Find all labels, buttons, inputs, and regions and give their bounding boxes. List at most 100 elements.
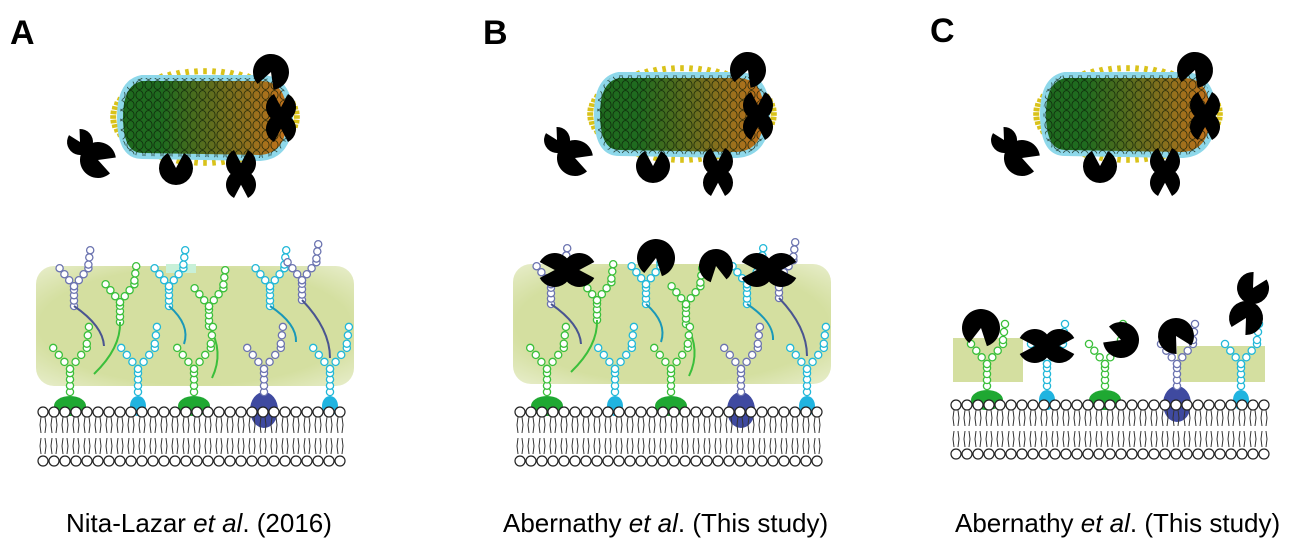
lipid-tail	[281, 437, 289, 455]
lipid-head	[246, 406, 258, 418]
monosaccharide	[628, 331, 638, 340]
lipid-head	[202, 455, 214, 467]
lipid-head	[268, 455, 280, 467]
lipid-head	[158, 455, 170, 467]
pilus	[1152, 66, 1158, 74]
lipid-head	[994, 399, 1006, 411]
monosaccharide	[288, 263, 297, 273]
lipid-tail	[1051, 430, 1059, 448]
monosaccharide	[1190, 319, 1200, 329]
monosaccharide	[696, 278, 705, 287]
lipid-tail	[516, 437, 524, 455]
lipid-tail	[1117, 409, 1125, 427]
monosaccharide	[1252, 335, 1262, 345]
pilus	[661, 65, 667, 73]
lipid-tail	[769, 416, 777, 434]
lipid-head	[800, 455, 812, 467]
caption-a-year: . (2016)	[242, 508, 332, 538]
monosaccharide	[150, 263, 159, 273]
monosaccharide	[184, 357, 193, 367]
lipid-tail	[1106, 409, 1114, 427]
caption-b-note: . (This study)	[677, 508, 829, 538]
monosaccharide	[1100, 359, 1110, 369]
lipid-tail	[204, 416, 212, 434]
monosaccharide	[672, 357, 681, 367]
lipid-head	[191, 455, 203, 467]
monosaccharide	[85, 253, 94, 262]
lipid-head	[103, 455, 115, 467]
pilus	[110, 110, 117, 115]
lectin-monomer	[1229, 301, 1264, 336]
lipid-head	[1016, 448, 1028, 460]
monosaccharide	[343, 331, 353, 340]
lipid-head	[268, 406, 280, 418]
lipid-head	[147, 455, 159, 467]
lipid-tail	[1238, 430, 1246, 448]
pilus	[211, 159, 217, 166]
monosaccharide	[180, 245, 190, 255]
caption-c-note: . (This study)	[1129, 508, 1281, 538]
monosaccharide	[208, 322, 218, 332]
pilus	[1134, 65, 1140, 72]
glycan	[242, 322, 288, 397]
lipid-tail	[952, 430, 960, 448]
lipid-tail	[516, 416, 524, 434]
glycan-backbone	[550, 303, 582, 345]
monosaccharide	[681, 299, 691, 309]
lectin-monomer	[637, 239, 676, 277]
monosaccharide	[302, 269, 312, 279]
monosaccharide	[265, 281, 275, 291]
monosaccharide	[256, 269, 265, 279]
lipid-tail	[94, 416, 102, 434]
lipid-tail	[1029, 409, 1037, 427]
monosaccharide	[342, 339, 352, 348]
monosaccharide	[559, 339, 569, 348]
lipid-head	[136, 455, 148, 467]
pilus	[697, 65, 703, 73]
lipid-head	[1203, 399, 1215, 411]
monosaccharide	[553, 350, 563, 360]
pilus	[110, 115, 117, 119]
lipid-head	[1148, 399, 1160, 411]
monosaccharide	[733, 267, 742, 277]
pilus	[1126, 156, 1130, 163]
diagram-layer	[36, 51, 1270, 467]
lipid-head	[1093, 448, 1105, 460]
glycan-backbone	[73, 305, 105, 347]
lipid-head	[602, 455, 614, 467]
lipid-head	[1126, 399, 1138, 411]
lipid-head	[1247, 448, 1259, 460]
monosaccharide	[209, 295, 219, 305]
lipid-tail	[1194, 409, 1202, 427]
lipid-head	[525, 406, 537, 418]
lipid-tail	[160, 416, 168, 434]
pilus	[1116, 156, 1122, 163]
monosaccharide	[101, 279, 110, 289]
monosaccharide	[254, 357, 263, 367]
monosaccharide	[242, 343, 252, 353]
lipid-head	[690, 406, 702, 418]
lipid-tail	[1249, 409, 1257, 427]
lipid-tail	[259, 437, 267, 455]
pilus	[587, 107, 594, 112]
glycan-backbone	[778, 297, 808, 357]
lipid-head	[591, 406, 603, 418]
pilus	[203, 159, 207, 166]
monosaccharide	[195, 289, 204, 299]
lipid-tail	[1084, 409, 1092, 427]
glycan-backbone	[746, 303, 775, 341]
lipid-head	[312, 406, 324, 418]
monosaccharide	[537, 267, 546, 277]
lipid-head	[202, 406, 214, 418]
monosaccharide	[627, 339, 637, 348]
lipid-tail	[1150, 409, 1158, 427]
lipid-tail	[1161, 430, 1169, 448]
monosaccharide	[758, 243, 768, 253]
monosaccharide	[82, 339, 92, 348]
monosaccharide	[736, 364, 746, 374]
lipid-head	[191, 406, 203, 418]
lipid-head	[235, 455, 247, 467]
lipid-head	[723, 455, 735, 467]
